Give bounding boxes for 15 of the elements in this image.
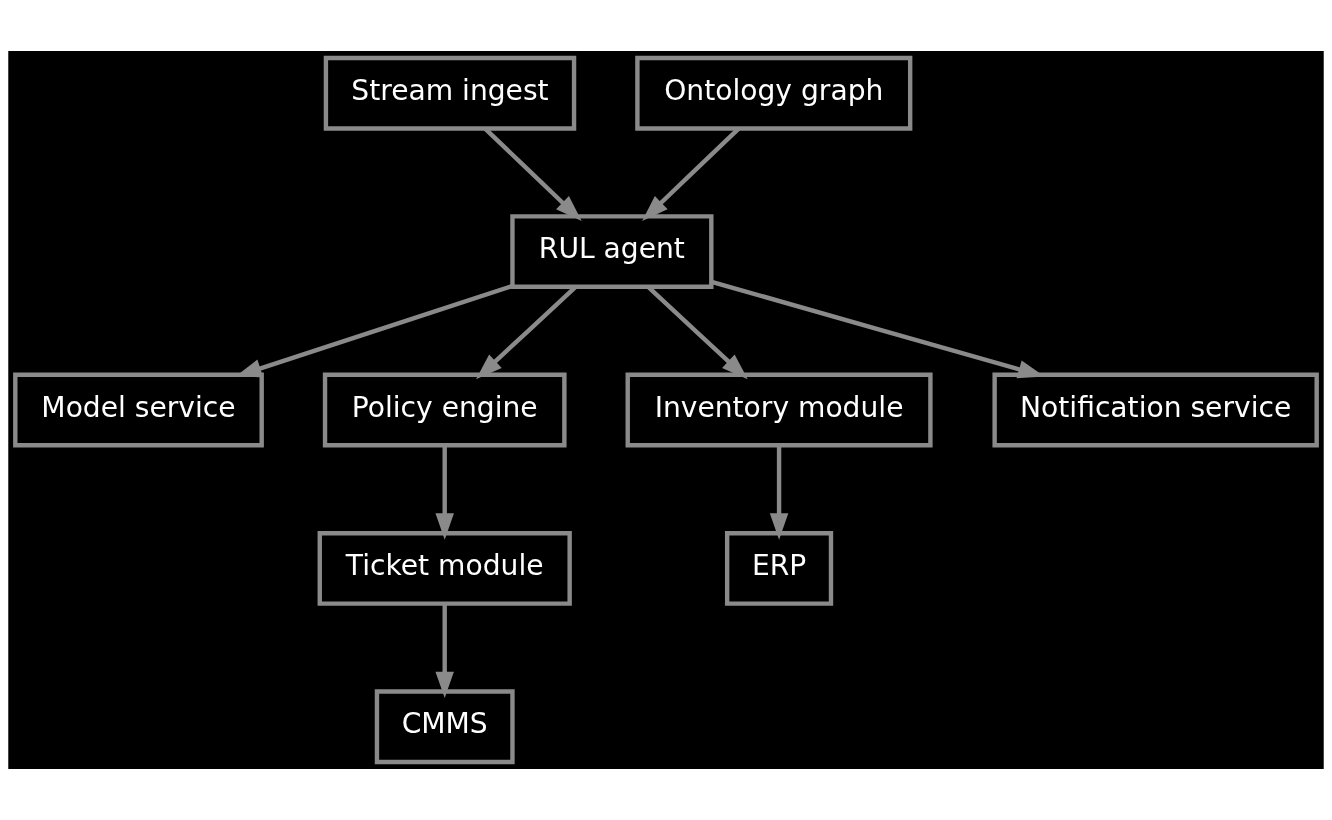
- node-box: Model service: [13, 372, 264, 448]
- arrow: [435, 445, 454, 540]
- node-box: Notification service: [992, 372, 1319, 448]
- node-box: Stream ingest: [323, 55, 577, 131]
- arrow: [769, 445, 789, 540]
- node-box: Ontology graph: [635, 55, 913, 131]
- node-box: Policy engine: [322, 372, 567, 448]
- node-box: RUL agent: [510, 214, 714, 289]
- node-box: Inventory module: [625, 372, 933, 448]
- arrow: [483, 127, 582, 221]
- node-box: Ticket module: [317, 531, 572, 606]
- node-box: CMMS: [374, 689, 515, 765]
- arrow: [642, 127, 741, 221]
- arrow: [435, 603, 454, 699]
- node-box: ERP: [724, 531, 834, 606]
